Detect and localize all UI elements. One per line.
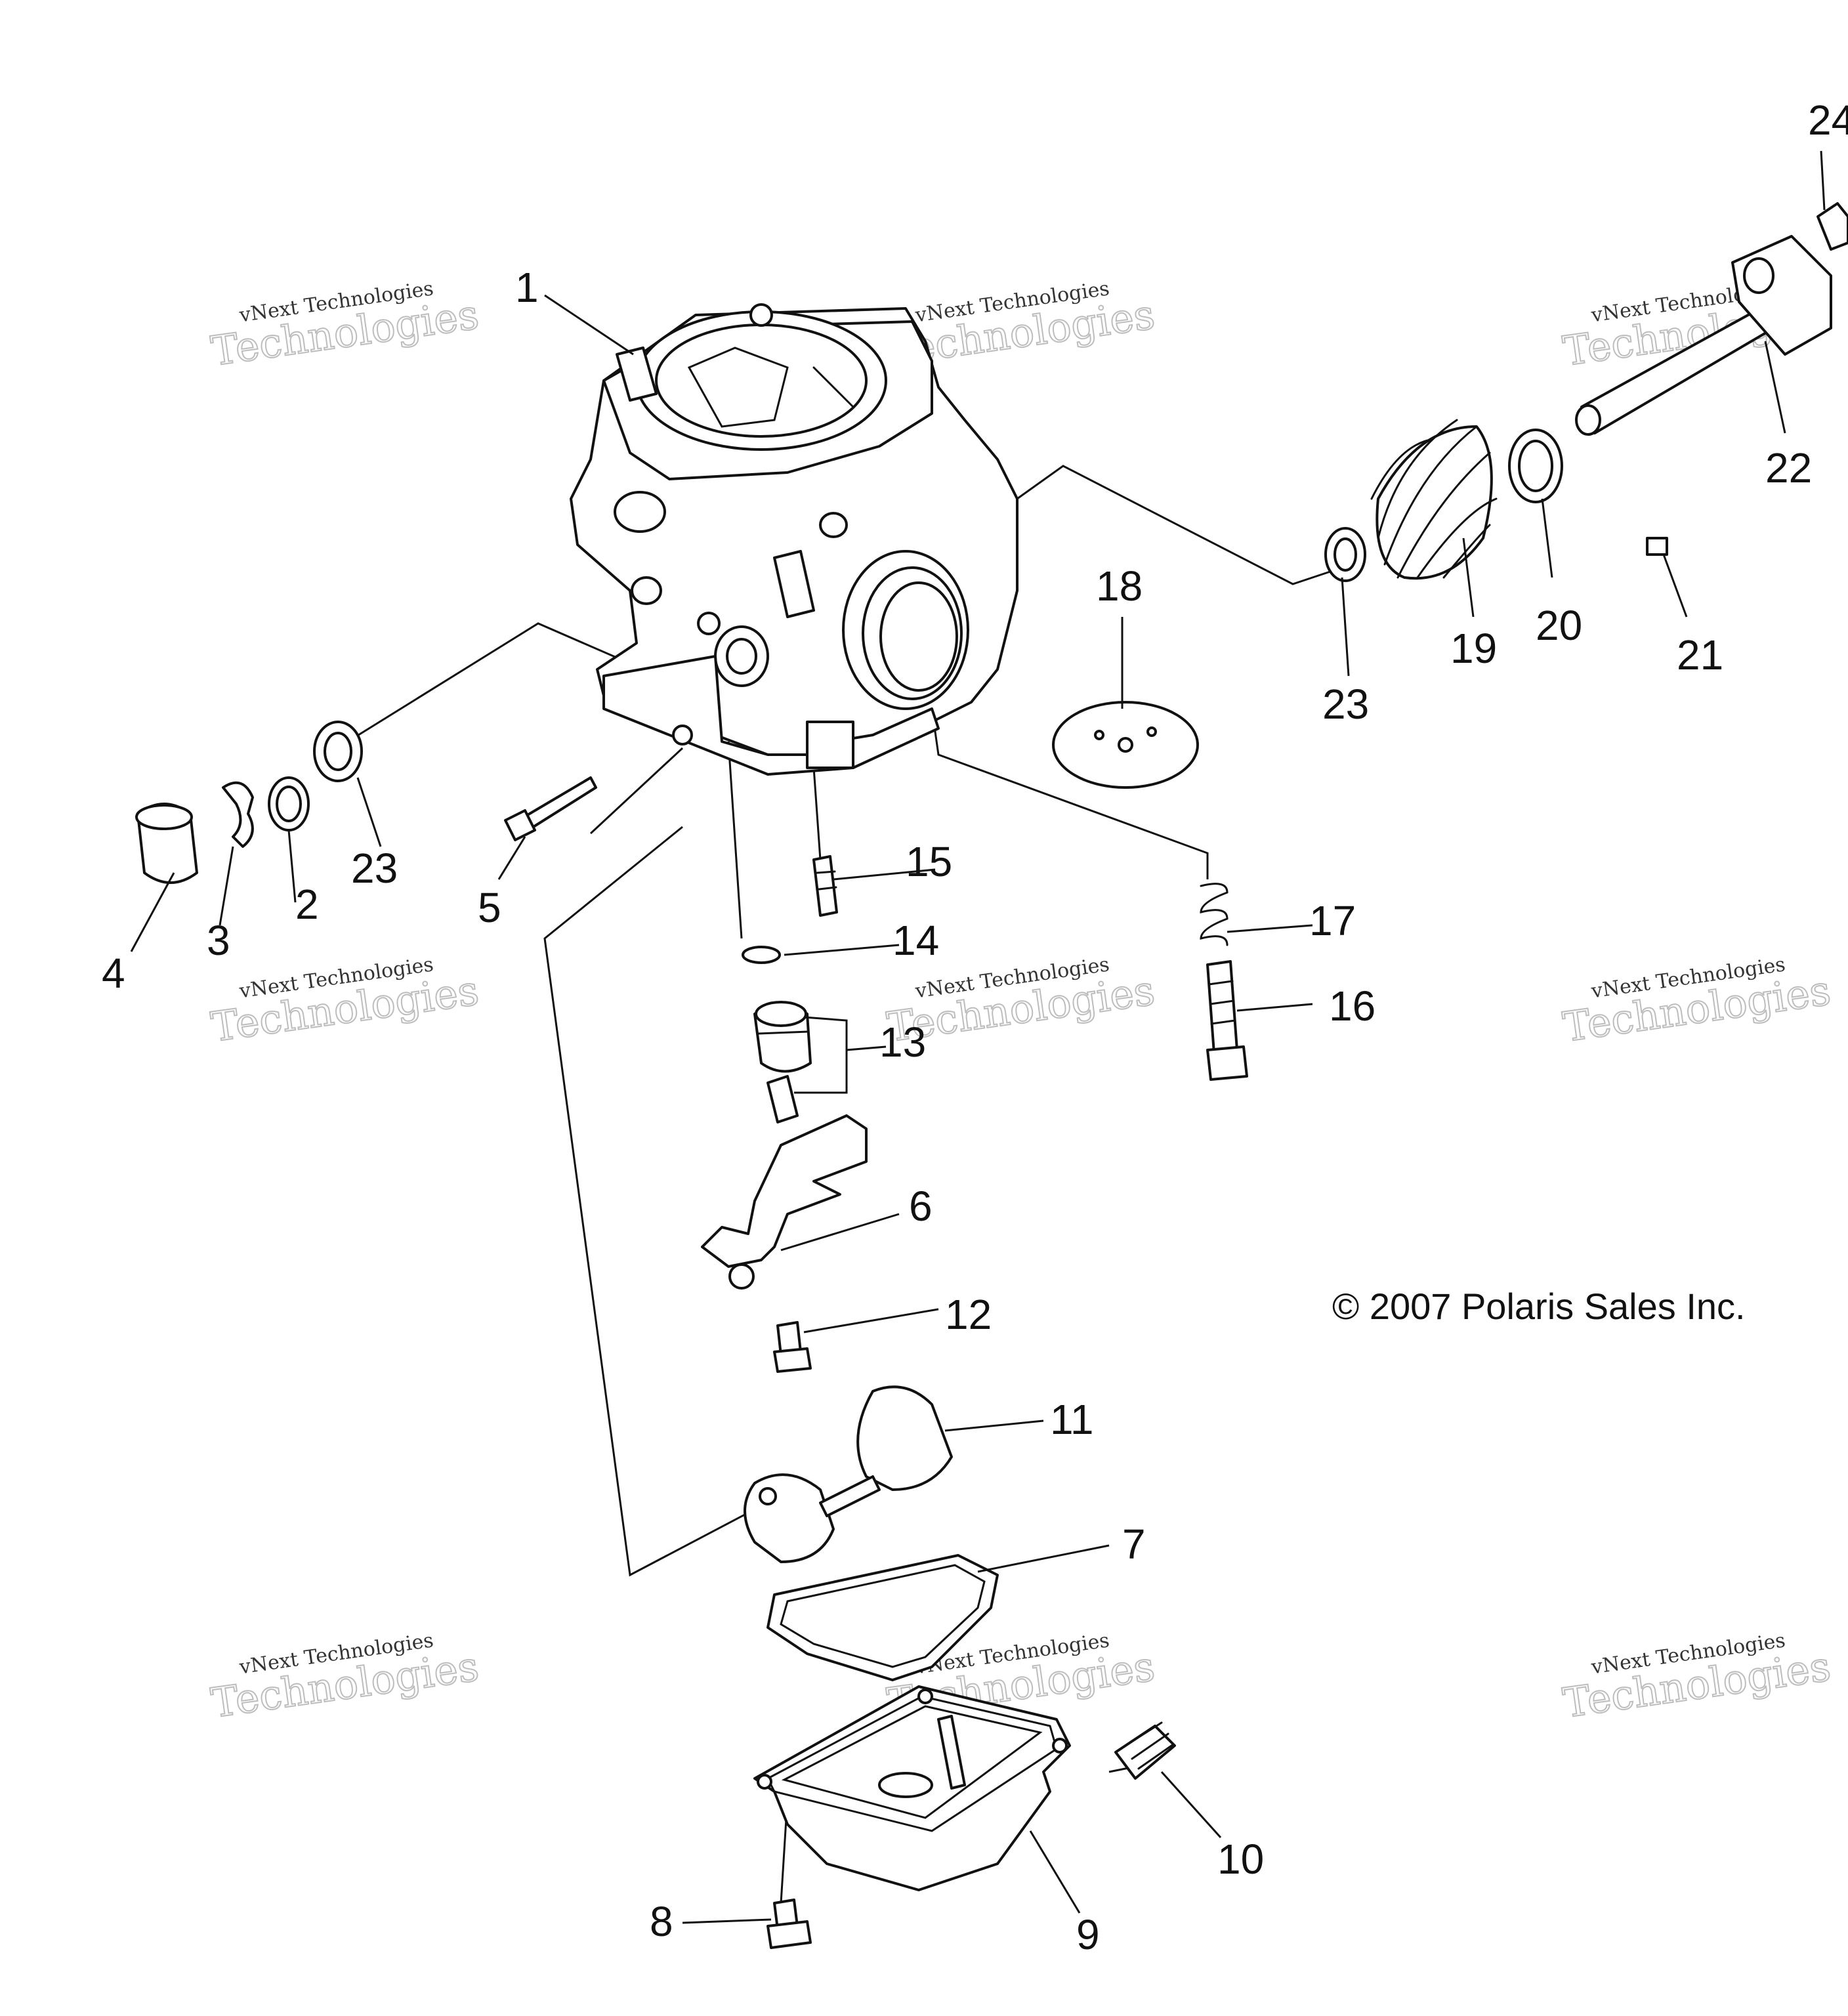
callout-23b: 23 <box>1322 681 1369 728</box>
callout-16: 16 <box>1329 982 1376 1030</box>
leader-lines <box>130 150 1826 1924</box>
bracket-screw <box>773 1321 812 1373</box>
drain-screw <box>1114 1721 1176 1780</box>
callout-17: 17 <box>1309 897 1356 944</box>
callout-15: 15 <box>906 838 952 885</box>
watermark: Technologies vNext Technologies <box>207 953 482 1051</box>
callout-6: 6 <box>909 1183 933 1230</box>
float-bracket <box>701 1114 868 1290</box>
callout-8: 8 <box>650 1898 673 1945</box>
idle-screw <box>1200 883 1248 1081</box>
callout-3: 3 <box>207 917 230 964</box>
callout-10: 10 <box>1217 1836 1264 1883</box>
callout-4: 4 <box>102 950 125 997</box>
float-bowl-gasket <box>766 1554 999 1681</box>
callout-5: 5 <box>478 884 501 931</box>
float <box>744 1385 953 1563</box>
callout-2: 2 <box>295 881 319 928</box>
callout-9: 9 <box>1076 1911 1100 1958</box>
watermark: Technologies vNext Technologies <box>207 1629 482 1727</box>
callout-20: 20 <box>1536 602 1582 649</box>
callout-11: 11 <box>1050 1396 1093 1443</box>
watermarks: Technologies vNext Technologies Technolo… <box>207 277 1834 1727</box>
callout-23a: 23 <box>351 845 398 892</box>
assembly-guide-lines <box>347 465 1333 1904</box>
choke-assembly <box>1324 202 1848 582</box>
watermark: Technologies vNext Technologies <box>1559 1629 1834 1727</box>
disc <box>1052 701 1199 789</box>
callout-21: 21 <box>1677 631 1723 679</box>
callout-14: 14 <box>892 917 939 964</box>
jet-group <box>742 855 848 1124</box>
callout-1: 1 <box>515 264 539 311</box>
carburetor-body <box>570 303 1018 776</box>
callout-22: 22 <box>1765 444 1812 492</box>
long-screw <box>504 776 597 841</box>
watermark: Technologies vNext Technologies <box>1559 953 1834 1051</box>
copyright-text: © 2007 Polaris Sales Inc. <box>1332 1286 1746 1327</box>
callout-13: 13 <box>879 1018 926 1066</box>
callout-19: 19 <box>1450 625 1497 672</box>
callout-24: 24 <box>1808 96 1848 144</box>
callout-18: 18 <box>1096 562 1143 610</box>
callout-7: 7 <box>1122 1521 1146 1568</box>
left-seal-stack <box>135 721 363 884</box>
callout-12: 12 <box>945 1291 992 1338</box>
watermark: Technologies vNext Technologies <box>207 277 482 375</box>
callouts: 1 2 3 4 5 6 7 8 9 10 11 12 13 14 15 16 1… <box>102 96 1848 1958</box>
bowl-screw <box>766 1899 812 1949</box>
float-bowl <box>753 1685 1071 1891</box>
